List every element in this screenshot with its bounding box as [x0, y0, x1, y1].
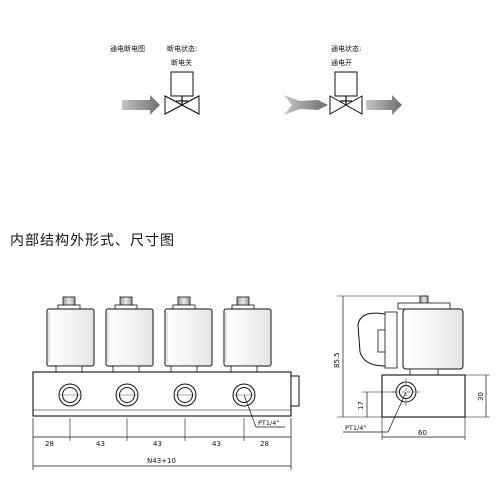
outlet-port-2	[115, 383, 139, 407]
valve-assembly-1	[46, 296, 95, 373]
section-title: 内部结构外形式、尺寸图	[10, 233, 175, 249]
width-dim: 60	[418, 429, 427, 437]
outlet-port-1	[58, 383, 82, 407]
total-length-dim: N43+10	[147, 457, 176, 465]
segment-dim-3: 43	[153, 440, 162, 448]
principle-title: 通电断电图	[110, 45, 145, 53]
height-dim: 85.5	[333, 352, 341, 368]
actuator-coil	[334, 71, 358, 97]
segment-dim-1: 28	[45, 440, 54, 448]
front-view: PT1/4" 28 43 43 43 28 N43+10	[32, 296, 300, 470]
off-state-label: 断电状态:	[167, 45, 198, 53]
coil-housing	[402, 308, 464, 370]
on-state-label: 通电状态:	[331, 45, 362, 53]
segment-dim-5: 28	[260, 440, 269, 448]
body-height-dim: 30	[477, 392, 485, 401]
valve-assembly-3	[164, 296, 213, 373]
end-plug	[290, 375, 300, 407]
front-port-label: PT1/4"	[258, 419, 279, 427]
actuator-coil	[170, 71, 194, 97]
outlet-arrow	[366, 95, 402, 115]
segment-dim-4: 43	[212, 440, 221, 448]
valve-assembly-4	[223, 296, 272, 373]
off-state-value: 断电关	[171, 59, 192, 67]
side-port-label: PT1/4"	[345, 424, 366, 432]
on-state-value: 通电开	[331, 59, 352, 67]
inlet-arrow	[122, 95, 160, 115]
port-height-dim: 17	[357, 401, 365, 410]
segment-dim-2: 43	[96, 440, 105, 448]
side-view: PT1/4" 85.5 17 30 60	[333, 295, 490, 440]
outlet-port-3	[173, 383, 197, 407]
valve-assembly-2	[105, 296, 154, 373]
inlet-arrow	[284, 95, 328, 115]
valve-symbol-on	[284, 71, 402, 115]
valve-symbol-off	[122, 71, 200, 115]
side-body-block	[381, 374, 466, 418]
